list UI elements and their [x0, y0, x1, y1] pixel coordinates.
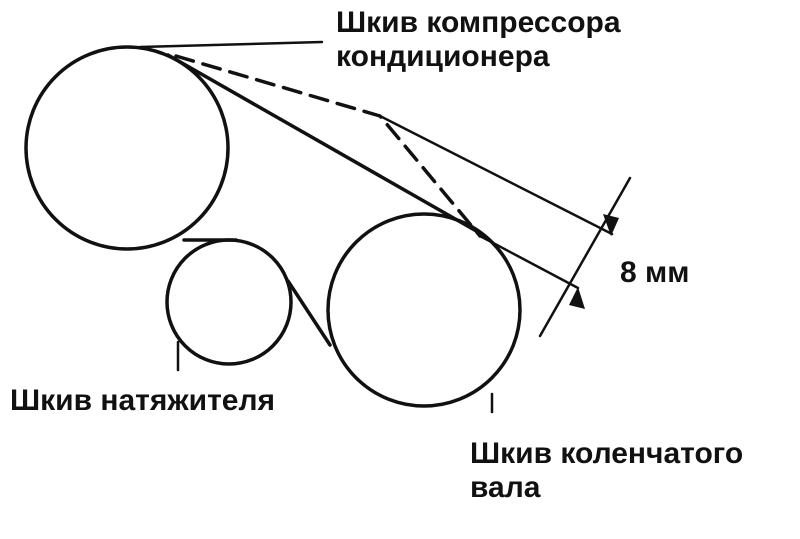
compressor-pulley-label-line-1: Шкив компрессора: [336, 6, 621, 39]
compressor-pulley: [24, 45, 230, 251]
tensioner-pulley-label: Шкив натяжителя: [10, 384, 275, 418]
compressor-pulley-label: Шкив компрессора кондиционера: [336, 6, 621, 74]
crankshaft-pulley: [326, 212, 522, 408]
belt-span-tensioner-crankshaft: [286, 279, 332, 347]
tensioner-pulley-label-line-1: Шкив натяжителя: [10, 384, 276, 417]
dimension-arrow-top: [603, 214, 619, 236]
belt-span-tight: [166, 53, 480, 234]
dimension-extension-bottom: [478, 234, 580, 290]
dimension-extension-top: [378, 114, 614, 236]
deflection-dimension-label: 8 мм: [620, 256, 690, 289]
crankshaft-pulley-label-line-1: Шкив коленчатого: [470, 437, 744, 470]
crankshaft-pulley-label-line-2: вала: [470, 471, 541, 504]
compressor-label-leader: [138, 40, 324, 49]
crankshaft-pulley-label: Шкив коленчатого вала: [470, 437, 743, 505]
compressor-pulley-label-line-2: кондиционера: [336, 40, 550, 73]
dimension-line: [538, 176, 632, 338]
tensioner-pulley: [165, 238, 293, 366]
dimension-arrow-bottom: [569, 287, 585, 309]
